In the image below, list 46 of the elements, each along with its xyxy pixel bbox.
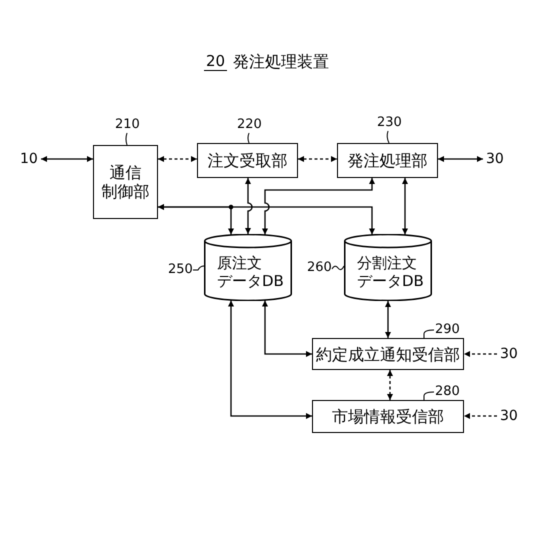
- process-box: [197, 143, 298, 178]
- arrow: [464, 351, 497, 357]
- unit-label: 市場情報受信部: [332, 407, 444, 426]
- leader-line: [424, 330, 434, 338]
- reference-number: 260: [307, 260, 332, 275]
- unit-label: 通信制御部: [102, 163, 150, 201]
- reference-number: 280: [435, 384, 460, 399]
- reference-number: 30: [500, 408, 518, 424]
- leader-line: [332, 266, 344, 270]
- reference-number: 10: [20, 151, 38, 167]
- arrow: [402, 178, 408, 234]
- leader-line: [248, 132, 250, 144]
- process-box: [337, 143, 438, 178]
- leader-line: [126, 132, 128, 146]
- reference-number: 250: [168, 262, 193, 277]
- arrow: [385, 301, 391, 338]
- unit-label: 発注処理部: [348, 151, 428, 170]
- arrow: [41, 156, 93, 162]
- diagram-title: 発注処理装置: [233, 52, 329, 71]
- reference-number: 210: [115, 117, 140, 132]
- arrow: [438, 156, 483, 162]
- arrow: [158, 156, 197, 162]
- arrow: [464, 413, 497, 419]
- arrow: [262, 178, 375, 234]
- leader-line: [192, 266, 204, 270]
- reference-number: 230: [377, 115, 402, 130]
- arrow: [262, 300, 312, 357]
- process-box: [93, 145, 158, 219]
- arrow: [228, 300, 312, 419]
- unit-label: 注文受取部: [208, 151, 288, 170]
- reference-number: 290: [435, 322, 460, 337]
- process-box: [312, 400, 464, 433]
- arrow: [158, 204, 375, 234]
- process-box: [312, 338, 464, 370]
- database-label: 分割注文データDB: [357, 254, 424, 290]
- leader-line: [424, 392, 434, 400]
- reference-number: 220: [237, 117, 262, 132]
- arrow: [298, 156, 337, 162]
- database-label: 原注文データDB: [217, 254, 284, 290]
- arrow: [245, 178, 253, 234]
- unit-label: 約定成立通知受信部: [316, 344, 460, 364]
- reference-number: 20: [204, 53, 228, 71]
- leader-line: [386, 130, 390, 144]
- reference-number: 30: [486, 151, 504, 167]
- arrow: [387, 370, 393, 400]
- reference-number: 30: [500, 346, 518, 362]
